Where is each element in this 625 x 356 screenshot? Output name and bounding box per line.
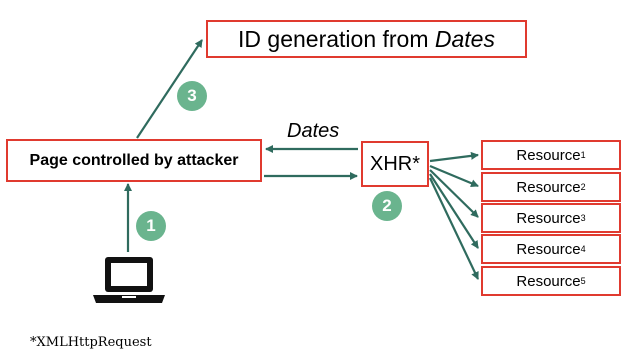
xhr-box: XHR* — [361, 141, 429, 187]
resource-subscript: 3 — [580, 213, 586, 223]
resource-subscript: 2 — [580, 182, 586, 192]
arrow-xhr-to-resource-5 — [429, 177, 479, 280]
resource-label: Resource — [516, 146, 581, 164]
resource-subscript: 5 — [580, 276, 586, 286]
id-generation-text: ID generation from — [238, 25, 435, 52]
step-1-badge: 1 — [136, 211, 166, 241]
step-3-badge: 3 — [177, 81, 207, 111]
id-generation-dates: Dates — [434, 25, 495, 52]
resource-label: Resource — [516, 178, 581, 196]
step-2-badge: 2 — [372, 191, 402, 221]
arrow-xhr-to-resource-3 — [429, 169, 479, 218]
resource-label: Resource — [516, 209, 581, 227]
id-generation-box: ID generation from Dates — [206, 20, 527, 58]
arrow-xhr-to-resource-1 — [429, 151, 479, 163]
resource-label: Resource — [516, 240, 581, 258]
resource-subscript: 4 — [580, 244, 586, 254]
footnote: *XMLHttpRequest — [30, 335, 152, 350]
attacker-page-box: Page controlled by attacker — [6, 139, 262, 182]
arrow-xhr-to-resource-2 — [429, 164, 479, 188]
resource-label: Resource — [516, 272, 581, 290]
arrow-xhr-to-resource-4 — [429, 173, 479, 249]
dates-label: Dates — [287, 120, 340, 142]
arrow-page-to-id — [136, 39, 203, 139]
laptop-icon — [93, 257, 165, 303]
resource-subscript: 1 — [580, 150, 586, 160]
